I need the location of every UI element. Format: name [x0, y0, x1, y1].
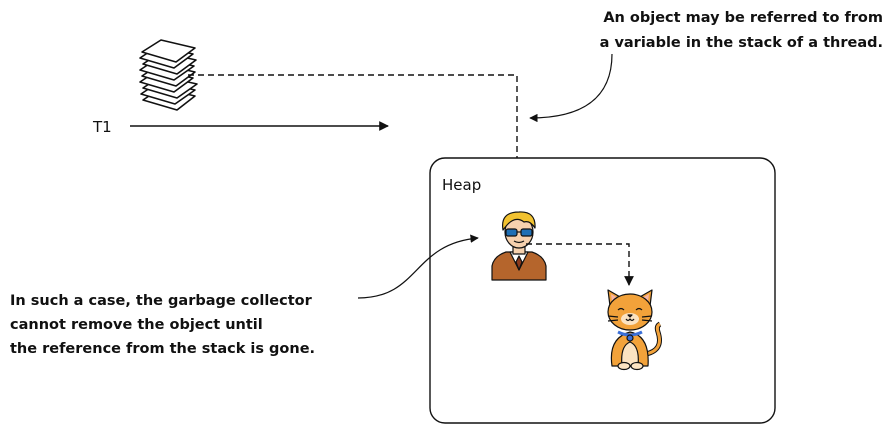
annotation-gc-pointer: [357, 234, 479, 299]
annotation-gc-line2: cannot remove the object until: [10, 317, 263, 333]
annotation-stack-reference-pointer: [529, 53, 613, 123]
heap-label: Heap: [442, 176, 481, 194]
stack-of-papers-icon: [139, 39, 198, 111]
object-reference-line: [526, 243, 634, 286]
thread-label: T1: [92, 118, 112, 136]
cat-icon: [607, 289, 662, 371]
heap-box: [429, 157, 776, 424]
annotation-gc-line1: In such a case, the garbage collector: [10, 293, 313, 309]
annotation-gc-line3: the reference from the stack is gone.: [10, 341, 315, 357]
annotation-stack-reference-line2: a variable in the stack of a thread.: [600, 35, 883, 51]
annotation-stack-reference-line1: An object may be referred to from: [603, 10, 883, 26]
person-with-sunglasses-icon: [491, 211, 547, 281]
